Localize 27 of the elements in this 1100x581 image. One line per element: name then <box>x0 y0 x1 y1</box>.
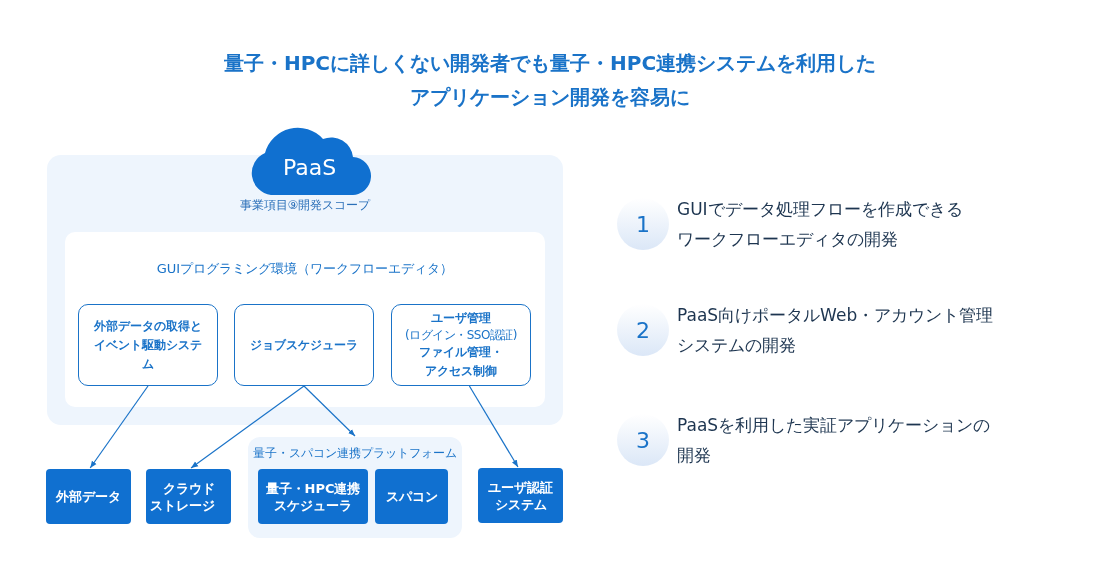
item-text: GUIでデータ処理フローを作成できるワークフローエディタの開発 <box>677 198 964 251</box>
system-box: 外部データ <box>46 469 131 524</box>
panel-heading: GUIプログラミング環境（ワークフローエディタ） <box>155 260 455 278</box>
system-box: スパコン <box>375 469 448 524</box>
arrow <box>303 385 356 437</box>
system-box: クラウドストレージ <box>146 469 231 524</box>
item-text: PaaSを利用した実証アプリケーションの開発 <box>677 414 992 467</box>
platform-panel <box>248 437 462 538</box>
module-box <box>78 304 218 386</box>
editor-panel <box>65 232 545 407</box>
panel-heading: 事業項目⑨開発スコープ <box>238 197 372 214</box>
module-label: ユーザ管理 <box>430 310 492 327</box>
module-box <box>391 304 531 386</box>
system-box: ユーザ認証システム <box>478 468 563 523</box>
title: 量子・HPCに詳しくない開発者でも量子・HPC連携システムを利用したアプリケーション開発を容易に <box>222 50 878 111</box>
module-label: ファイル管理・アクセス制御 <box>418 344 504 380</box>
arrow <box>89 385 149 469</box>
scope-panel <box>47 155 563 425</box>
arrow <box>468 385 519 468</box>
module-label: 外部データの取得とイベント駆動システム <box>93 317 203 373</box>
module-label: ジョブスケジューラ <box>249 336 359 354</box>
system-box: 量子・HPC連携スケジューラ <box>258 469 368 524</box>
item-text: PaaS向けポータルWeb・アカウント管理システムの開発 <box>677 304 995 357</box>
arrow <box>190 385 305 469</box>
module-note: (ログイン・SSO認証) <box>403 328 518 343</box>
module-box <box>234 304 374 386</box>
panel-heading: 量子・スパコン連携プラットフォーム <box>252 445 458 462</box>
